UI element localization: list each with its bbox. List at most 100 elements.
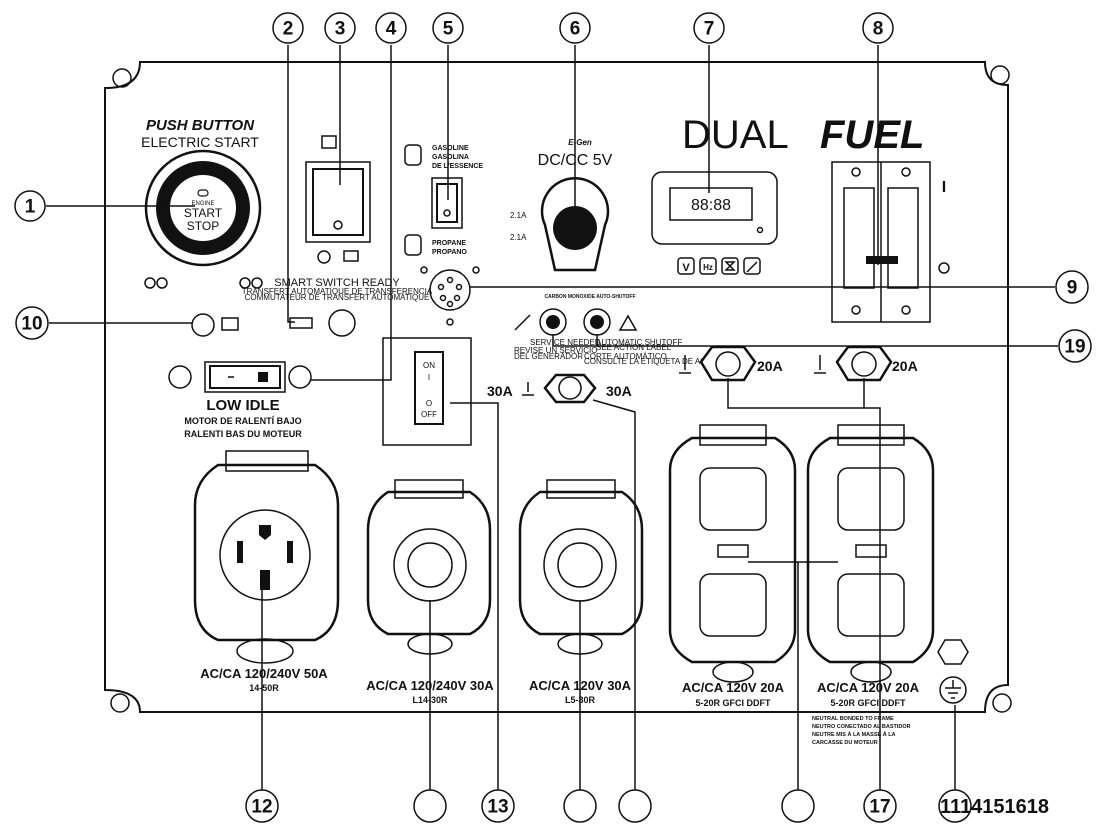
plug-icon bbox=[289, 317, 313, 329]
ground-terminal[interactable] bbox=[937, 639, 969, 665]
outlet-l5-30r-cover[interactable] bbox=[518, 490, 644, 636]
co-service-lamp bbox=[546, 315, 560, 329]
outlet-neutral bbox=[260, 570, 270, 590]
breaker-symbol-icon bbox=[522, 382, 534, 396]
co-right-4: CONSULTE LA ETIQUETA DE ACCIÓN bbox=[584, 357, 726, 366]
switch-i-label: I bbox=[428, 373, 430, 382]
gfci-right-cover[interactable] bbox=[806, 436, 935, 664]
neutral-line-2: NEUTRO CONECTADO AL BASTIDOR bbox=[812, 724, 911, 730]
main-breaker-right[interactable] bbox=[887, 187, 919, 289]
callout-bottom-text: 1114151618 bbox=[940, 796, 1049, 818]
port-pin bbox=[455, 283, 463, 291]
svg-text:3: 3 bbox=[335, 19, 346, 40]
outlet-l14-30r-cover[interactable] bbox=[366, 490, 492, 636]
svg-text:2: 2 bbox=[283, 19, 294, 40]
outlet-latch bbox=[236, 638, 294, 664]
fuel-selector-indicator bbox=[443, 209, 451, 217]
screw bbox=[420, 266, 428, 274]
neutral-line-1: NEUTRAL BONDED TO FRAME bbox=[812, 716, 894, 722]
breaker-30a-left-label: 30A bbox=[487, 383, 513, 399]
low-idle-switch[interactable] bbox=[209, 365, 281, 389]
callout-6: 6 bbox=[559, 12, 591, 44]
callout-blank bbox=[781, 789, 815, 823]
outlet-cover-hinge bbox=[837, 424, 905, 446]
outlet-5-type: 5-20R GFCI DDFT bbox=[830, 698, 906, 708]
co-left-1: SERVICE NEEDED bbox=[530, 338, 601, 347]
gfci-left-bottom-receptacle[interactable] bbox=[699, 573, 767, 637]
switch-off-label: OFF bbox=[421, 410, 437, 419]
outlet-4-label: AC/CA 120V 20A bbox=[682, 680, 785, 695]
port-pin bbox=[453, 294, 461, 302]
gfci-right-top-receptacle[interactable] bbox=[837, 467, 905, 531]
smart-switch-rocker[interactable] bbox=[312, 168, 364, 236]
low-idle-es: MOTOR DE RALENTÍ BAJO bbox=[184, 416, 301, 426]
breaker-30a-button-housing bbox=[543, 373, 597, 404]
outlet-14-50r-cover[interactable] bbox=[193, 463, 340, 642]
ground-icon bbox=[939, 676, 967, 704]
outlet-5-label: AC/CA 120V 20A bbox=[817, 680, 920, 695]
co-title: CARBON MONOXIDE AUTO-SHUTOFF bbox=[544, 294, 635, 300]
breaker-tie-bar bbox=[866, 256, 898, 264]
gfci-left-cover[interactable] bbox=[668, 436, 797, 664]
screw bbox=[901, 305, 911, 315]
breaker-off-mark bbox=[938, 262, 950, 274]
switch-30a-frame bbox=[382, 337, 472, 446]
smart-switch-frame bbox=[305, 161, 371, 243]
svg-text:8: 8 bbox=[873, 19, 884, 40]
breaker-20a-left-button[interactable] bbox=[715, 351, 741, 377]
callout-1: 1 bbox=[14, 190, 46, 222]
gfci-test-button[interactable] bbox=[717, 544, 749, 558]
smart-switch-port[interactable] bbox=[429, 269, 471, 311]
main-breaker-left[interactable] bbox=[843, 187, 875, 289]
gfci-right-bottom-receptacle[interactable] bbox=[837, 573, 905, 637]
gfci-test-button[interactable] bbox=[855, 544, 887, 558]
outlet-cover-hinge bbox=[394, 479, 464, 499]
port-pin bbox=[446, 300, 454, 308]
screw bbox=[446, 318, 454, 326]
switch-30a[interactable] bbox=[414, 351, 444, 425]
co-warning-icon bbox=[618, 314, 638, 331]
start-title: PUSH BUTTON bbox=[146, 117, 255, 134]
switch-o-label: O bbox=[426, 399, 432, 408]
start-stop-button[interactable] bbox=[168, 173, 238, 243]
outlet-1-type: 14-50R bbox=[249, 683, 279, 693]
start-subtitle: ELECTRIC START bbox=[141, 134, 259, 150]
gfci-left-top-receptacle[interactable] bbox=[699, 467, 767, 531]
fuel-gasoline: GASOLINE bbox=[432, 145, 469, 152]
usb-amp-2: 2.1A bbox=[510, 233, 527, 242]
co-shutoff-lamp bbox=[590, 315, 604, 329]
callout-12: 12 bbox=[245, 789, 279, 823]
callout-13: 13 bbox=[481, 789, 515, 823]
fuel-propane: PROPANE bbox=[432, 240, 466, 247]
hourglass-shape bbox=[724, 261, 736, 271]
breaker-20a-right-button[interactable] bbox=[851, 351, 877, 377]
neutral-line-4: CARCASSE DU MOTEUR bbox=[812, 740, 878, 746]
brand-dual: DUAL bbox=[682, 113, 789, 157]
wrench-icon bbox=[743, 257, 761, 275]
callout-17: 17 bbox=[863, 789, 897, 823]
co-left-2: REVISE UN SERVICIO bbox=[514, 346, 597, 355]
fuel-selector-switch[interactable] bbox=[436, 183, 458, 223]
breaker-symbol-icon bbox=[814, 355, 826, 374]
outlet-twistlock bbox=[557, 542, 603, 588]
outlet-4-type: 5-20R GFCI DDFT bbox=[695, 698, 771, 708]
screw bbox=[851, 167, 861, 177]
callout-5: 5 bbox=[432, 12, 464, 44]
outlet-slot bbox=[287, 541, 293, 563]
meter-mode-v bbox=[677, 257, 695, 275]
port-pin bbox=[437, 283, 445, 291]
mounting-hole bbox=[992, 693, 1012, 713]
battery-charge-icon bbox=[343, 250, 359, 262]
usb-port[interactable] bbox=[553, 206, 597, 250]
battery-icon bbox=[221, 317, 239, 331]
outlet-14-50r[interactable] bbox=[219, 509, 311, 601]
callout-4: 4 bbox=[375, 12, 407, 44]
co-left-3: DEL GENERADOR bbox=[514, 352, 583, 361]
hand-start-icon bbox=[144, 277, 168, 289]
co-right-3: CORTE AUTOMÁTICO bbox=[584, 352, 667, 361]
callout-3: 3 bbox=[324, 12, 356, 44]
mounting-hole bbox=[112, 68, 132, 88]
breaker-30a-button[interactable] bbox=[558, 376, 582, 400]
screw bbox=[851, 305, 861, 315]
